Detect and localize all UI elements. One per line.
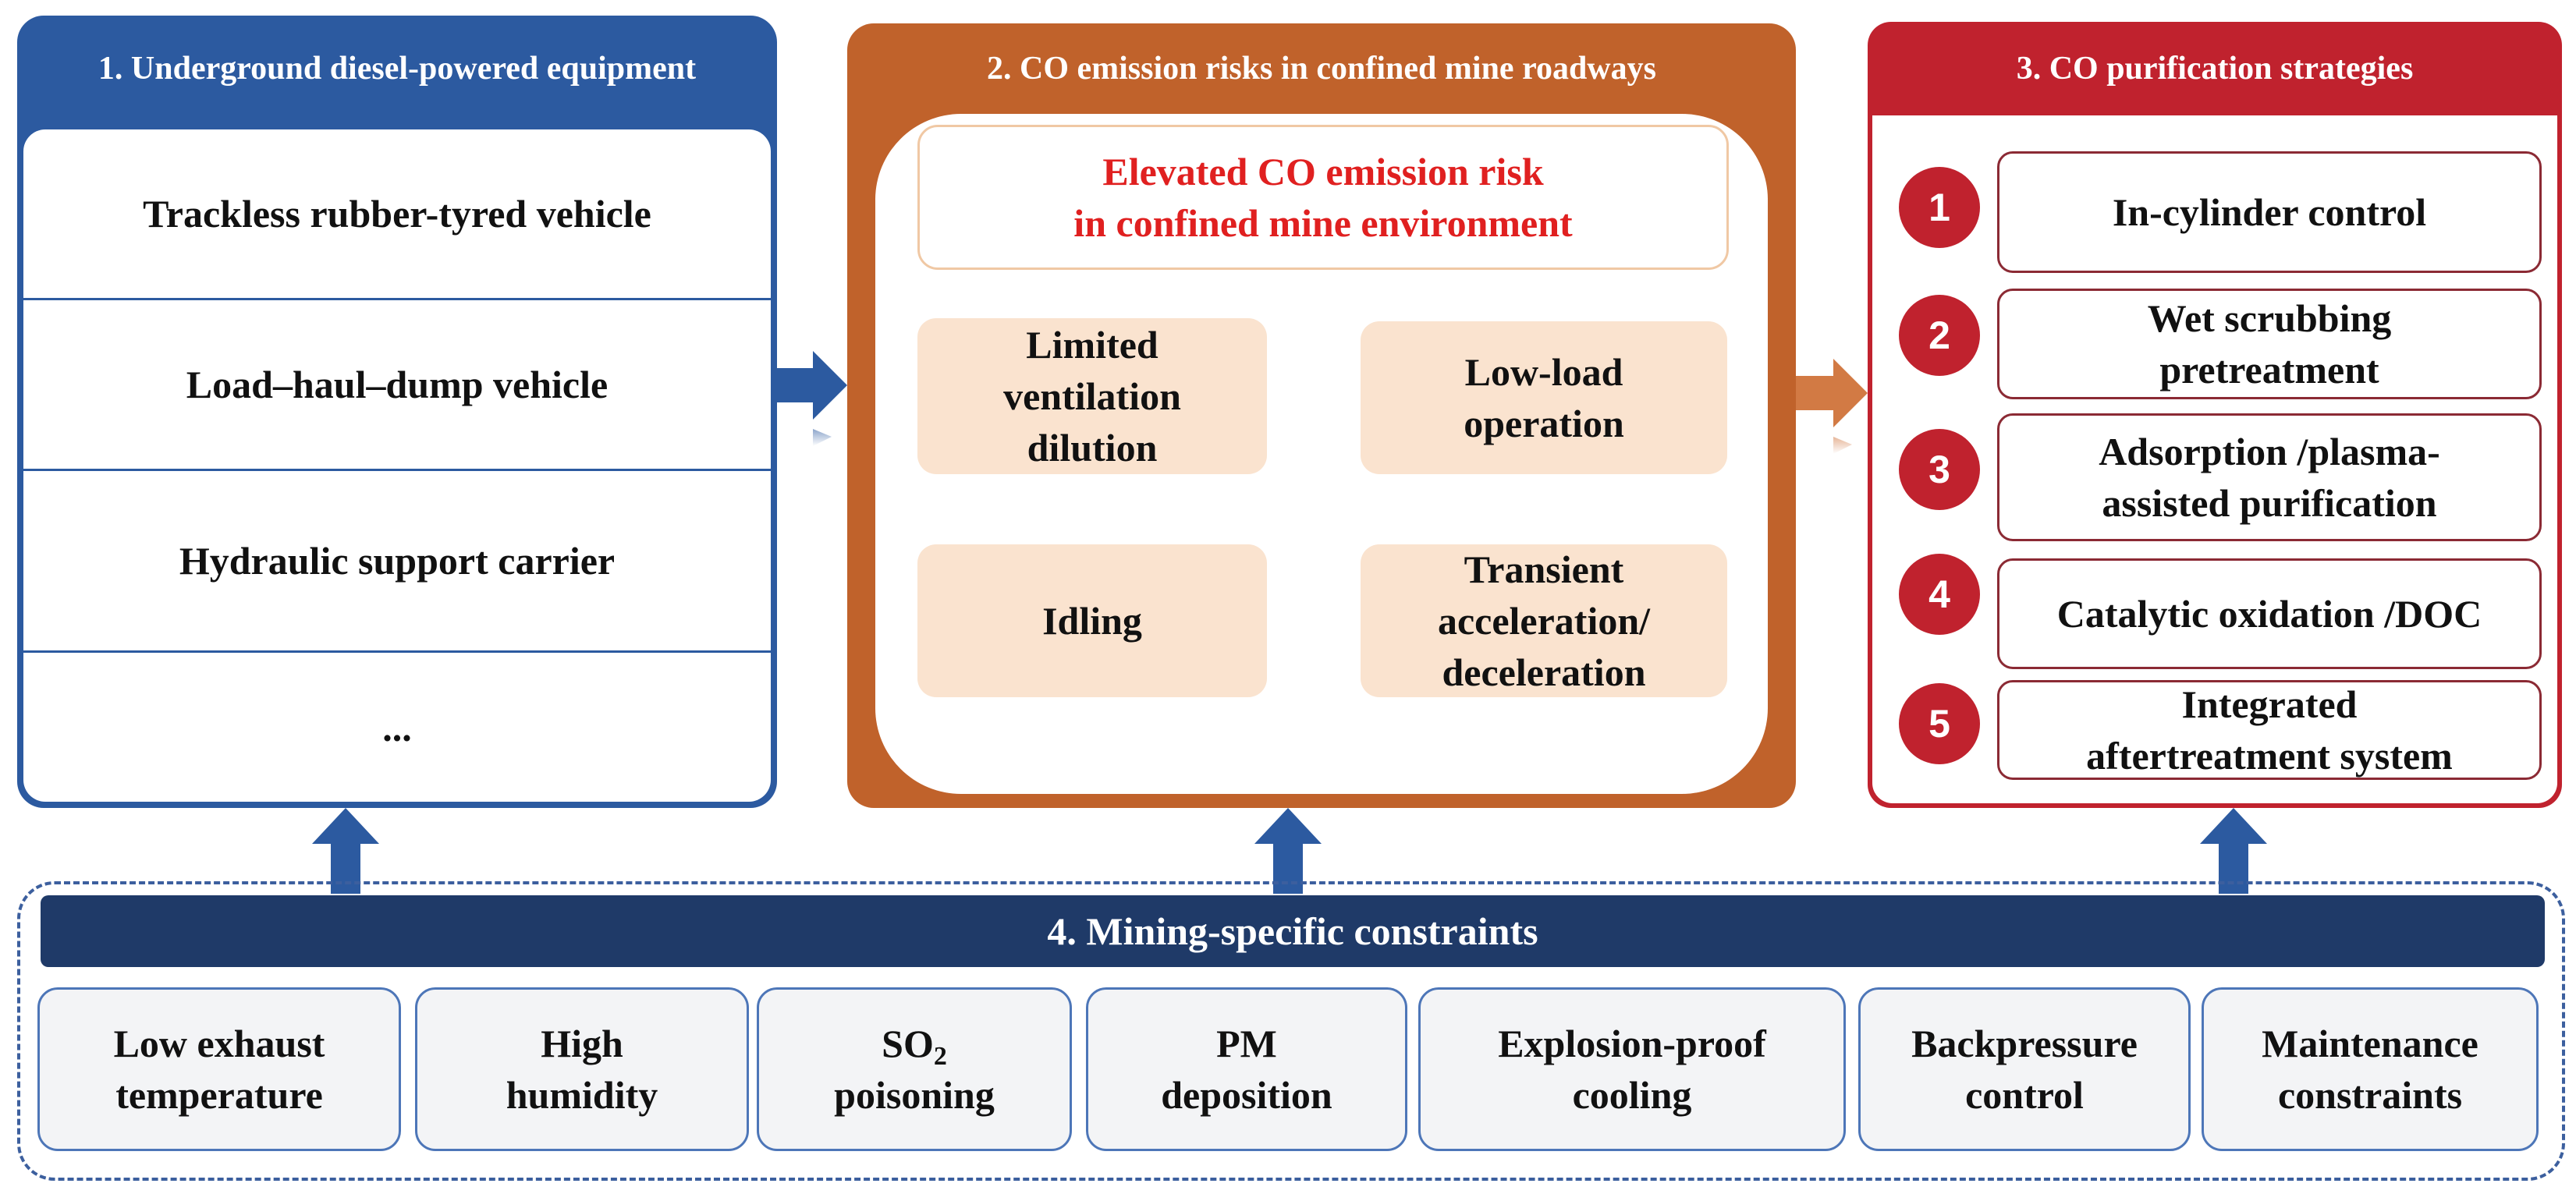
constraint-line: High — [541, 1022, 623, 1065]
constraint-line: Low exhaust — [113, 1022, 325, 1065]
equipment-panel-title: 1. Underground diesel-powered equipment — [98, 51, 697, 87]
equipment-item: ... — [382, 705, 412, 749]
equipment-item: Trackless rubber-tyred vehicle — [143, 192, 651, 236]
constraint-box: Explosion-proof cooling — [1418, 987, 1846, 1151]
equipment-item: Hydraulic support carrier — [179, 539, 616, 583]
arrow-up-icon — [1254, 808, 1322, 894]
constraint-line: cooling — [1572, 1073, 1692, 1117]
divider — [23, 469, 771, 471]
constraint-box: High humidity — [415, 987, 749, 1151]
strategy-box: Adsorption /plasma- assisted purificatio… — [1997, 413, 2542, 541]
so2-subscript: 2 — [933, 1042, 947, 1071]
constraint-box: Backpressure control — [1858, 987, 2191, 1151]
strategy-number-badge: 4 — [1899, 554, 1980, 635]
purification-panel-title: 3. CO purification strategies — [2016, 51, 2414, 87]
constraint-line: constraints — [2277, 1073, 2463, 1117]
elevated-risk-box: Elevated CO emission risk in confined mi… — [917, 125, 1729, 270]
constraint-line: temperature — [115, 1073, 323, 1117]
equipment-list: Trackless rubber-tyred vehicle Load–haul… — [23, 129, 771, 802]
arrow-right-icon — [777, 351, 847, 446]
factor-line: acceleration/ — [1437, 599, 1651, 643]
constraint-line: Backpressure — [1911, 1022, 2138, 1065]
constraint-line: PM — [1216, 1022, 1277, 1065]
arrow-up-icon — [312, 808, 379, 894]
strategy-line: Adsorption /plasma- — [2099, 430, 2440, 473]
factor-line: Idling — [1042, 599, 1142, 643]
strategy-number-badge: 2 — [1899, 295, 1980, 376]
arrow-up-icon — [2200, 808, 2267, 894]
risk-factor-ventilation: Limited ventilation dilution — [917, 318, 1267, 474]
constraint-line: SO2 — [882, 1018, 947, 1071]
risk-line-2: in confined mine environment — [1073, 201, 1573, 245]
strategy-number-badge: 3 — [1899, 429, 1980, 510]
constraint-line: poisoning — [834, 1073, 995, 1117]
constraint-line: Maintenance — [2262, 1022, 2478, 1065]
equipment-panel: 1. Underground diesel-powered equipment … — [17, 16, 777, 808]
factor-line: operation — [1464, 402, 1624, 445]
strategy-box: Integrated aftertreatment system — [1997, 680, 2542, 780]
strategy-line: pretreatment — [2159, 348, 2379, 392]
strategy-box: Catalytic oxidation /DOC — [1997, 558, 2542, 669]
constraint-box: PM deposition — [1086, 987, 1407, 1151]
risk-factor-idling: Idling — [917, 544, 1267, 697]
constraint-line: Explosion-proof — [1498, 1022, 1766, 1065]
strategy-box: In-cylinder control — [1997, 151, 2542, 273]
strategy-line: Catalytic oxidation /DOC — [2056, 592, 2482, 636]
constraint-line: deposition — [1161, 1073, 1332, 1117]
constraints-panel-title: 4. Mining-specific constraints — [41, 895, 2545, 967]
risk-line-1: Elevated CO emission risk — [1102, 150, 1544, 193]
factor-line: deceleration — [1442, 650, 1646, 694]
strategy-line: Wet scrubbing — [2147, 296, 2392, 340]
strategy-line: assisted purification — [2102, 481, 2437, 525]
constraint-box: Maintenance constraints — [2202, 987, 2539, 1151]
constraint-line: humidity — [506, 1073, 658, 1117]
divider — [23, 650, 771, 653]
strategy-line: In-cylinder control — [2112, 190, 2427, 234]
so2-base: SO — [882, 1022, 934, 1065]
constraint-box: Low exhaust temperature — [37, 987, 401, 1151]
factor-line: ventilation — [1003, 374, 1181, 418]
risk-factor-low-load: Low-load operation — [1361, 321, 1727, 474]
equipment-item: Load–haul–dump vehicle — [186, 363, 609, 406]
strategy-line: aftertreatment system — [2086, 734, 2453, 778]
factor-line: Limited — [1026, 323, 1158, 367]
constraints-panel — [17, 881, 2565, 1181]
constraint-line: control — [1965, 1073, 2084, 1117]
factor-line: dilution — [1027, 426, 1158, 469]
risk-factor-transient: Transient acceleration/ deceleration — [1361, 544, 1727, 697]
strategy-number-badge: 5 — [1899, 683, 1980, 764]
factor-line: Transient — [1464, 547, 1624, 591]
strategy-number-badge: 1 — [1899, 167, 1980, 248]
divider — [23, 298, 771, 300]
strategy-box: Wet scrubbing pretreatment — [1997, 289, 2542, 399]
constraint-box: SO2 poisoning — [757, 987, 1072, 1151]
strategy-line: Integrated — [2181, 682, 2358, 726]
emission-risk-panel-title: 2. CO emission risks in confined mine ro… — [987, 51, 1656, 87]
arrow-right-icon — [1796, 359, 1868, 454]
factor-line: Low-load — [1464, 350, 1623, 394]
